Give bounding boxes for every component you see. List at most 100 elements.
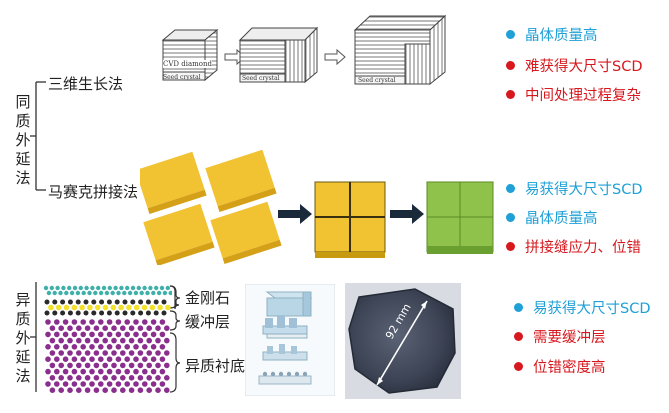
atom: [155, 387, 161, 393]
atom: [43, 285, 49, 291]
red-dot-icon: [506, 90, 515, 99]
atom: [164, 375, 170, 381]
bullet-item: 难获得大尺寸SCD: [506, 55, 643, 76]
arrow-right-icon: [390, 204, 424, 224]
atom: [122, 299, 128, 305]
atom: [71, 344, 78, 350]
bullet-item: 易获得大尺寸SCD: [506, 178, 643, 199]
atom: [150, 344, 157, 350]
atom: [120, 362, 126, 369]
atom: [64, 290, 69, 296]
atom: [98, 356, 104, 362]
atom: [67, 362, 73, 369]
atom: [67, 285, 72, 291]
atom: [54, 331, 60, 338]
atom: [165, 304, 171, 311]
atom: [52, 299, 58, 305]
atom: [124, 368, 130, 375]
atom: [45, 368, 51, 375]
atom: [106, 310, 112, 316]
atom: [159, 368, 166, 375]
atom: [52, 290, 57, 296]
atom: [114, 299, 120, 305]
atom: [98, 319, 104, 325]
atom: [162, 290, 168, 296]
atom: [137, 362, 144, 369]
atom: [146, 387, 152, 393]
cube-3: [353, 14, 447, 86]
atom: [83, 310, 89, 316]
atom: [49, 337, 56, 344]
atom: [137, 325, 144, 331]
atom: [93, 290, 98, 296]
atom: [124, 331, 130, 338]
atom: [124, 356, 130, 362]
homo-label-char: 质: [15, 112, 31, 130]
atom: [159, 344, 166, 350]
arrow-right-icon: [278, 204, 312, 224]
atom: [49, 350, 56, 356]
atom: [58, 362, 64, 369]
bullet-item: 需要缓冲层: [514, 326, 606, 347]
atom: [89, 381, 95, 387]
bullet-item: 晶体质量高: [506, 207, 598, 228]
atom: [58, 325, 64, 331]
atom: [45, 356, 51, 362]
homo-group-label: 同 质 外 延 法: [15, 93, 31, 188]
atom: [84, 350, 91, 356]
atom: [89, 368, 95, 375]
atom: [156, 290, 162, 296]
layer-label-diamond: 金刚石: [185, 289, 231, 307]
atom: [106, 299, 112, 305]
atom: [84, 337, 91, 344]
atom: [102, 350, 108, 356]
atom: [90, 285, 95, 291]
atom: [133, 356, 139, 362]
atom: [76, 325, 82, 331]
atom: [133, 368, 139, 375]
atom: [62, 344, 69, 350]
atom: [150, 319, 157, 325]
atom: [99, 299, 105, 305]
atom: [76, 362, 82, 369]
atom: [165, 285, 170, 291]
bullet-text: 易获得大尺寸SCD: [533, 301, 651, 317]
atom: [84, 362, 91, 369]
atom: [115, 331, 122, 338]
atom: [71, 319, 78, 325]
atom: [94, 304, 101, 311]
atom: [89, 356, 95, 362]
method-3d-growth: 三维生长法: [48, 75, 124, 93]
atom: [48, 304, 54, 311]
red-dot-icon: [514, 362, 523, 371]
bullet-text: 晶体质量高: [525, 211, 598, 227]
atom: [155, 325, 161, 331]
atom: [71, 368, 78, 375]
atom: [67, 337, 73, 344]
atom: [62, 319, 69, 325]
atom: [49, 285, 54, 291]
atom: [62, 356, 69, 362]
atom: [161, 299, 167, 305]
atom: [139, 290, 144, 296]
atom: [157, 304, 163, 311]
atom: [80, 331, 86, 338]
atom: [130, 285, 136, 291]
atom: [54, 381, 60, 387]
cube-2: [238, 26, 319, 84]
atom: [62, 331, 69, 338]
atom: [114, 310, 120, 316]
atom: [155, 362, 161, 369]
atom: [98, 290, 104, 296]
atom: [136, 285, 141, 291]
atom: [159, 319, 166, 325]
atom: [107, 285, 113, 291]
atom: [61, 285, 66, 291]
atom: [128, 350, 135, 356]
bullet-text: 难获得大尺寸SCD: [525, 59, 643, 75]
wafer-photo: 92 mm: [345, 283, 461, 399]
atom: [99, 310, 105, 316]
atom: [130, 299, 136, 305]
atom: [154, 285, 159, 291]
atom: [62, 368, 69, 375]
